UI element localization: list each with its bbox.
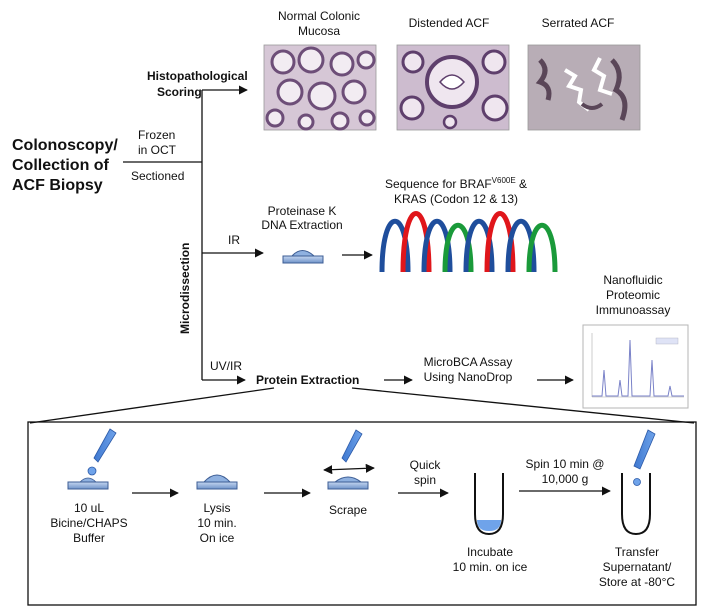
chromatogram-peak — [442, 222, 474, 273]
step-scrape-icon — [323, 429, 375, 490]
microbca-label-1: MicroBCA Assay — [424, 355, 513, 369]
micro-label-normal-1: Normal Colonic — [278, 9, 360, 23]
microdissection-label: Microdissection — [178, 243, 192, 334]
ir-label: IR — [228, 233, 240, 247]
title-block: Colonoscopy/ Collection of ACF Biopsy — [12, 137, 118, 194]
spin-label-1: Spin 10 min @ — [526, 457, 605, 471]
step-lysis-icon — [196, 474, 238, 490]
proteinase-label-1: Proteinase K — [268, 204, 337, 218]
histo-label-1: Histopathological — [147, 69, 248, 83]
expand-line-right — [351, 387, 695, 424]
micrograph-normal-mucosa — [263, 44, 377, 131]
micrograph-distended-acf — [396, 44, 510, 131]
nanofluidic-label-3: Immunoassay — [596, 303, 671, 317]
chromatogram-peak — [463, 219, 495, 273]
chromatogram-peak — [379, 219, 411, 273]
chromatogram-peak — [421, 219, 453, 273]
step-transfer-label-3: Store at -80°C — [599, 575, 676, 589]
step-lysis-label-2: 10 min. — [197, 516, 236, 530]
quick-spin-label-2: spin — [414, 473, 436, 487]
proteinase-label-2: DNA Extraction — [261, 218, 342, 232]
step-buffer-label-1: 10 uL — [74, 501, 104, 515]
step-buffer-icon — [67, 428, 117, 490]
micro-label-distended: Distended ACF — [409, 16, 490, 30]
step-scrape-label: Scrape — [329, 503, 367, 517]
title-line-1: Colonoscopy/ — [12, 137, 118, 154]
micrograph-serrated-acf — [527, 44, 641, 131]
step-incubate-label-1: Incubate — [467, 545, 513, 559]
chromatogram-peak — [484, 211, 516, 273]
chromatogram-peak — [505, 219, 537, 273]
quick-spin-label-1: Quick — [410, 458, 442, 472]
step-incubate-icon — [474, 473, 504, 536]
step-buffer-label-2: Bicine/CHAPS — [50, 516, 127, 530]
chromatogram-peak — [400, 211, 432, 273]
sequencing-chromatogram — [379, 211, 558, 273]
uvir-label: UV/IR — [210, 359, 242, 373]
title-line-2: Collection of — [12, 157, 110, 174]
step-transfer-label-2: Supernatant/ — [603, 560, 672, 574]
step-incubate-label-2: 10 min. on ice — [453, 560, 528, 574]
spin-label-2: 10,000 g — [542, 472, 589, 486]
step-buffer-label-3: Buffer — [73, 531, 105, 545]
immunoassay-plot — [582, 324, 689, 409]
protein-extraction-label: Protein Extraction — [256, 373, 359, 387]
histo-label-2: Scoring — [157, 85, 202, 99]
sequence-label-2: KRAS (Codon 12 & 13) — [394, 192, 518, 206]
in-oct-label: in OCT — [138, 143, 177, 157]
micro-label-serrated: Serrated ACF — [542, 16, 615, 30]
micro-label-normal-2: Mucosa — [298, 24, 340, 38]
chromatogram-peak — [526, 222, 558, 273]
step-lysis-label-1: Lysis — [204, 501, 231, 515]
sequence-label-1: Sequence for BRAFV600E & — [385, 176, 527, 191]
step-lysis-label-3: On ice — [200, 531, 235, 545]
step-transfer-icon — [621, 429, 656, 536]
dna-slide — [282, 250, 324, 264]
expand-line-left — [29, 387, 275, 424]
frozen-label: Frozen — [138, 128, 175, 142]
nanofluidic-label-2: Proteomic — [606, 288, 660, 302]
protocol-box — [27, 421, 697, 606]
nanofluidic-label-1: Nanofluidic — [603, 273, 662, 287]
title-line-3: ACF Biopsy — [12, 177, 103, 194]
step-transfer-label-1: Transfer — [615, 545, 659, 559]
sectioned-label: Sectioned — [131, 169, 184, 183]
microbca-label-2: Using NanoDrop — [424, 370, 513, 384]
